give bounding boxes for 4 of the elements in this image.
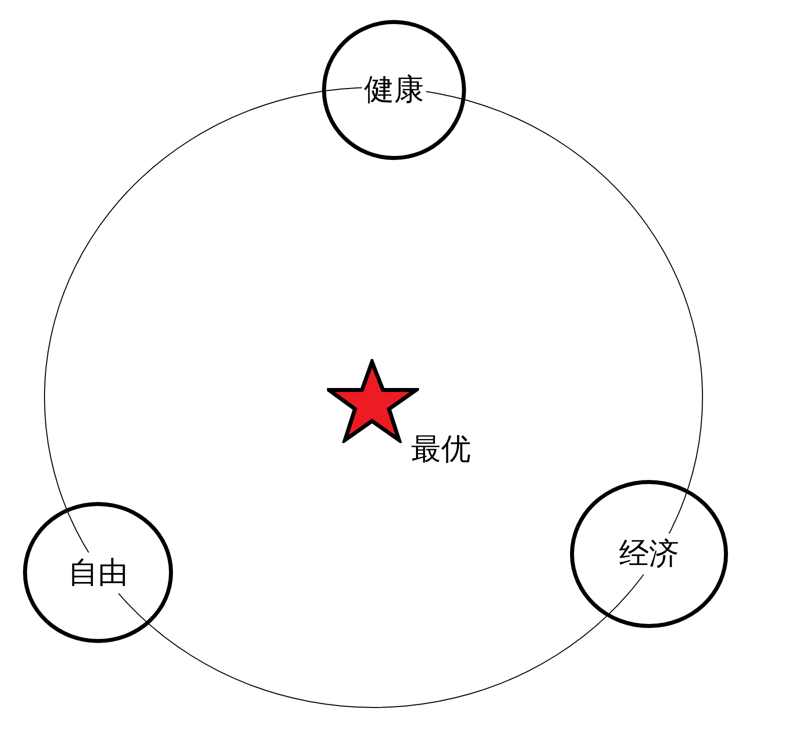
circle-node	[322, 20, 466, 160]
circle-node	[23, 502, 173, 643]
node-label: 经济	[617, 534, 681, 574]
circle-node	[570, 480, 728, 628]
